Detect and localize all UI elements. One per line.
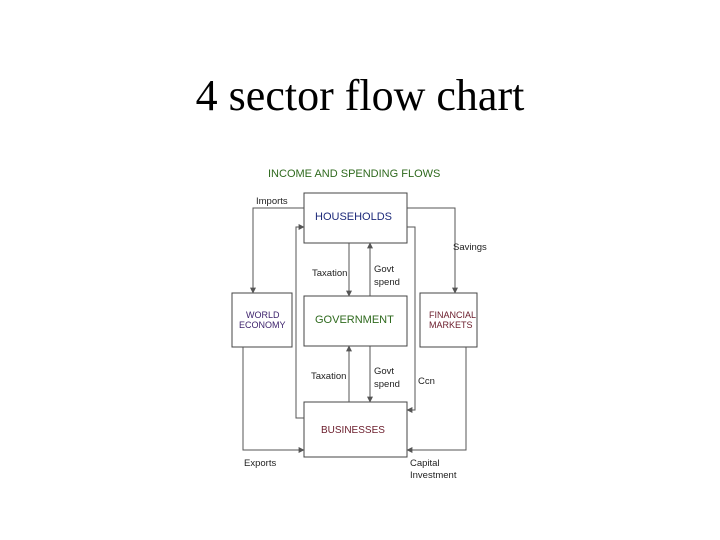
- exports-flow: [242, 347, 305, 453]
- financial-markets-box: [419, 292, 478, 348]
- financial-markets-label-line1: FINANCIAL: [429, 310, 476, 320]
- exports-label: Exports: [244, 458, 276, 469]
- imports-flow: [250, 207, 304, 294]
- world-economy-box: [231, 292, 293, 348]
- govt-spend-businesses-label-line1: Govt: [374, 366, 394, 377]
- consumption-flow: [406, 226, 416, 413]
- govt-spend-households-label-line1: Govt: [374, 264, 394, 275]
- savings-label: Savings: [453, 242, 487, 253]
- govt-spend-businesses-label-line2: spend: [374, 379, 400, 390]
- govt-spend-households-label-line2: spend: [374, 277, 400, 288]
- diagram-heading: INCOME AND SPENDING FLOWS: [268, 168, 440, 180]
- financial-markets-label-line2: MARKETS: [429, 320, 473, 330]
- savings-flow: [407, 207, 458, 294]
- households-box: [303, 192, 408, 244]
- taxation-businesses-label: Taxation: [311, 371, 346, 382]
- businesses-box: [303, 401, 408, 458]
- slide-title: 4 sector flow chart: [195, 71, 525, 120]
- households-label: HOUSEHOLDS: [315, 211, 392, 223]
- income-flow: [295, 224, 305, 419]
- taxation-households-label: Taxation: [312, 268, 347, 279]
- world-economy-label-line2: ECONOMY: [239, 320, 286, 330]
- world-economy-label-line1: WORLD: [246, 310, 280, 320]
- government-box: [303, 295, 408, 347]
- imports-label: Imports: [256, 196, 288, 207]
- government-label: GOVERNMENT: [315, 314, 394, 326]
- capital-investment-label-line1: Capital: [410, 458, 440, 469]
- businesses-label: BUSINESSES: [321, 425, 385, 436]
- ccn-label: Ccn: [418, 376, 435, 387]
- capital-investment-label-line2: Investment: [410, 470, 457, 481]
- capital-investment-flow: [406, 347, 467, 453]
